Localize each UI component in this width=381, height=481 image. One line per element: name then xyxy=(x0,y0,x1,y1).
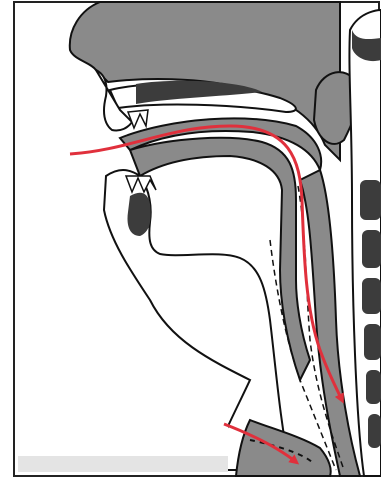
vertebral-column xyxy=(349,10,381,476)
vertebra xyxy=(368,414,381,448)
upper-teeth xyxy=(128,110,148,128)
vertebra xyxy=(362,230,381,268)
scan-artifact-strip xyxy=(18,456,228,472)
vertebra xyxy=(362,278,381,314)
vertebra xyxy=(366,370,381,404)
blank-region xyxy=(18,380,228,456)
mandible xyxy=(128,193,151,236)
vertebra xyxy=(360,180,381,220)
vertebra xyxy=(364,324,381,360)
pharynx-wall xyxy=(300,170,360,476)
